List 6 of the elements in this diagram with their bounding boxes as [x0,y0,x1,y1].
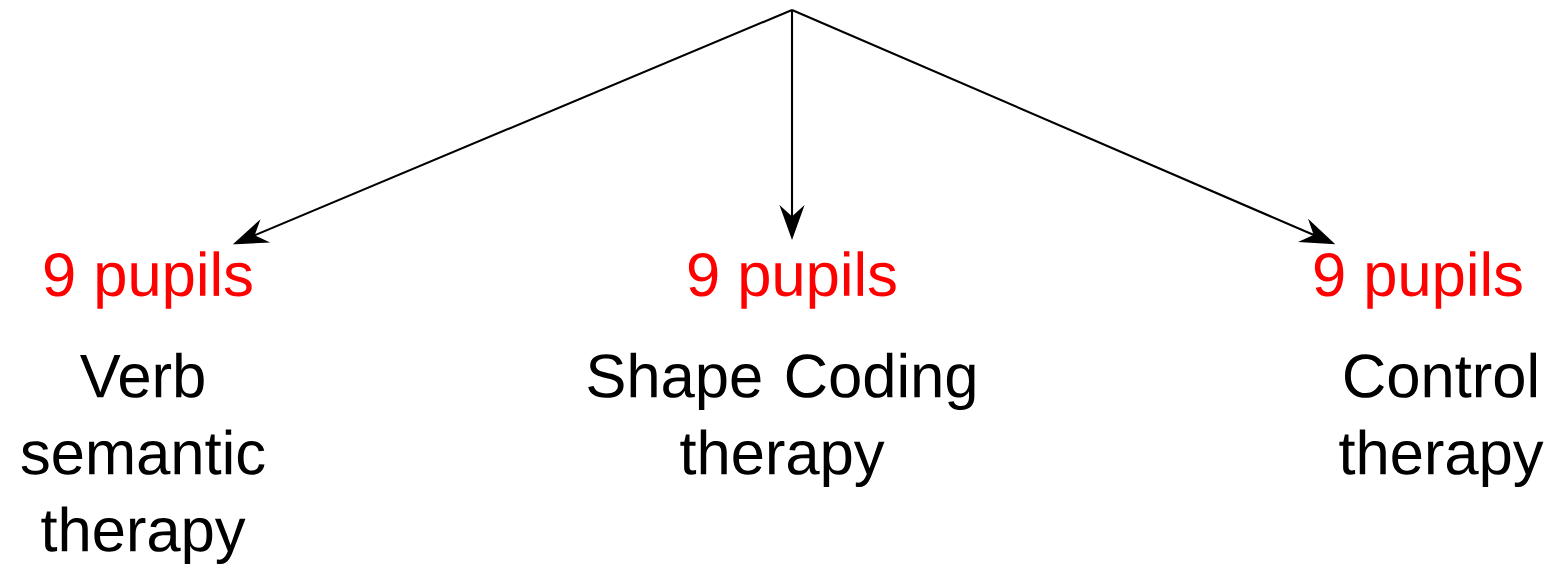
group-label: 9 pupils [688,251,896,309]
therapy-label: Control therapy [1339,352,1544,487]
therapy-label: Shape Coding therapy [588,352,975,487]
group-label: 9 pupils [1314,251,1522,309]
group-label: 9 pupils [44,251,252,309]
therapy-label: Verb semantic therapy [21,352,265,564]
